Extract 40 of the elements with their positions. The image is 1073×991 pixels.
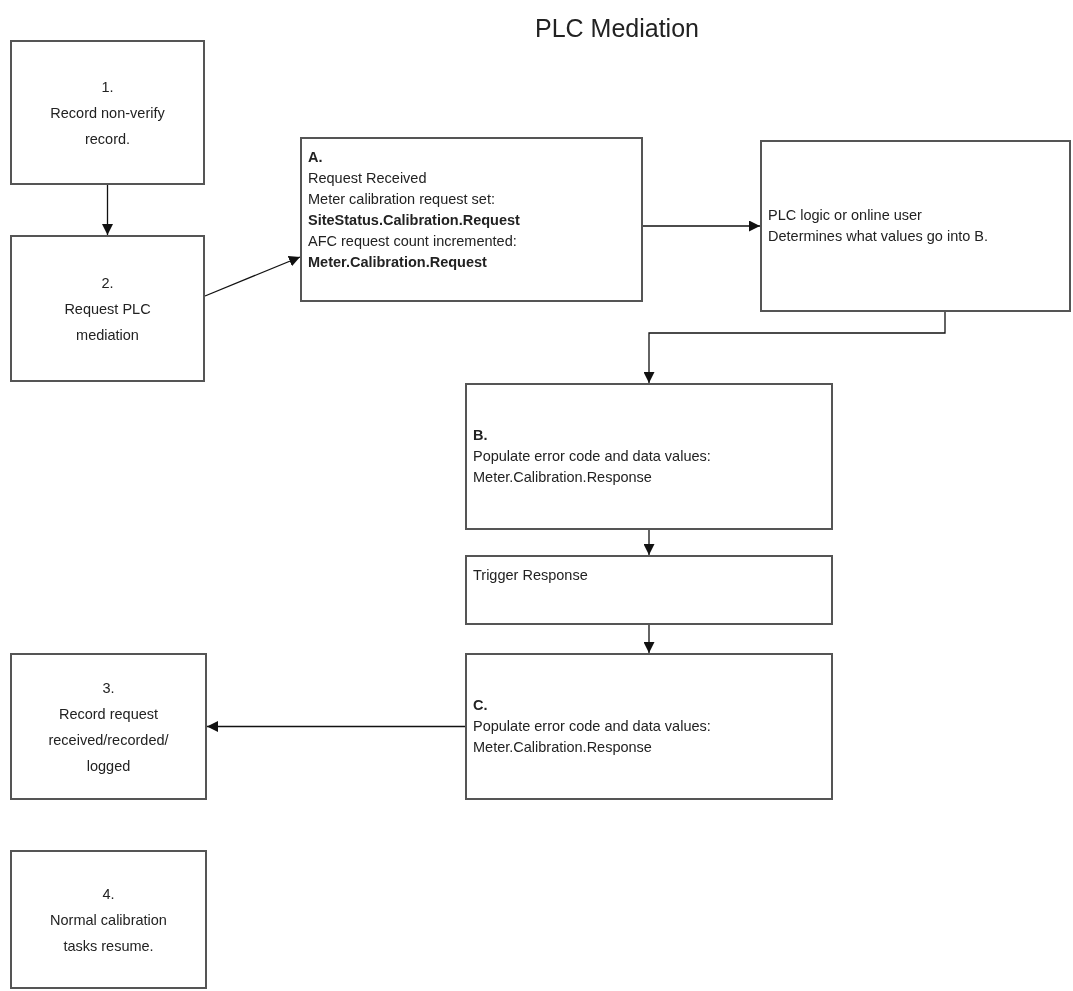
process-box bbox=[10, 653, 207, 800]
box-text: Meter.Calibration.Request bbox=[308, 253, 487, 272]
box-text: 4. bbox=[101, 884, 116, 904]
box-text: Record request received/recorded/ logged bbox=[47, 704, 170, 776]
arrow bbox=[643, 529, 655, 556]
process-box bbox=[760, 140, 1071, 312]
process-box bbox=[300, 137, 643, 302]
arrow bbox=[204, 256, 301, 297]
process-box bbox=[10, 235, 205, 382]
box-text: Trigger Response bbox=[473, 566, 588, 585]
box-text: 1. bbox=[100, 77, 115, 97]
box-text: Meter calibration request set: bbox=[308, 190, 495, 209]
arrow bbox=[206, 721, 466, 732]
box-text: 3. bbox=[101, 678, 116, 698]
box-text: Normal calibration tasks resume. bbox=[49, 910, 168, 956]
box-text: Meter.Calibration.Response bbox=[473, 738, 652, 757]
process-box bbox=[465, 555, 833, 625]
box-text: Determines what values go into B. bbox=[768, 227, 989, 246]
box-text: SiteStatus.Calibration.Request bbox=[308, 211, 520, 230]
box-text: PLC logic or online user bbox=[768, 206, 922, 225]
box-text: 2. bbox=[100, 273, 115, 293]
box-text: AFC request count incremented: bbox=[308, 232, 517, 251]
box-text: Request PLC mediation bbox=[63, 299, 152, 345]
diagram-title: PLC Mediation bbox=[535, 16, 699, 41]
process-box bbox=[10, 40, 205, 185]
box-text: Request Received bbox=[308, 169, 427, 188]
arrow bbox=[643, 624, 655, 654]
box-text: C. bbox=[473, 696, 488, 715]
box-text: B. bbox=[473, 426, 488, 445]
process-box bbox=[10, 850, 207, 989]
box-text: A. bbox=[308, 148, 323, 167]
process-box bbox=[465, 383, 833, 530]
process-box bbox=[465, 653, 833, 800]
arrow bbox=[102, 184, 113, 236]
box-text: Record non-verify record. bbox=[49, 103, 166, 149]
box-text: Meter.Calibration.Response bbox=[473, 468, 652, 487]
arrow bbox=[642, 220, 761, 232]
box-text: Populate error code and data values: bbox=[473, 717, 711, 736]
box-text: Populate error code and data values: bbox=[473, 447, 711, 466]
arrow bbox=[643, 311, 946, 384]
